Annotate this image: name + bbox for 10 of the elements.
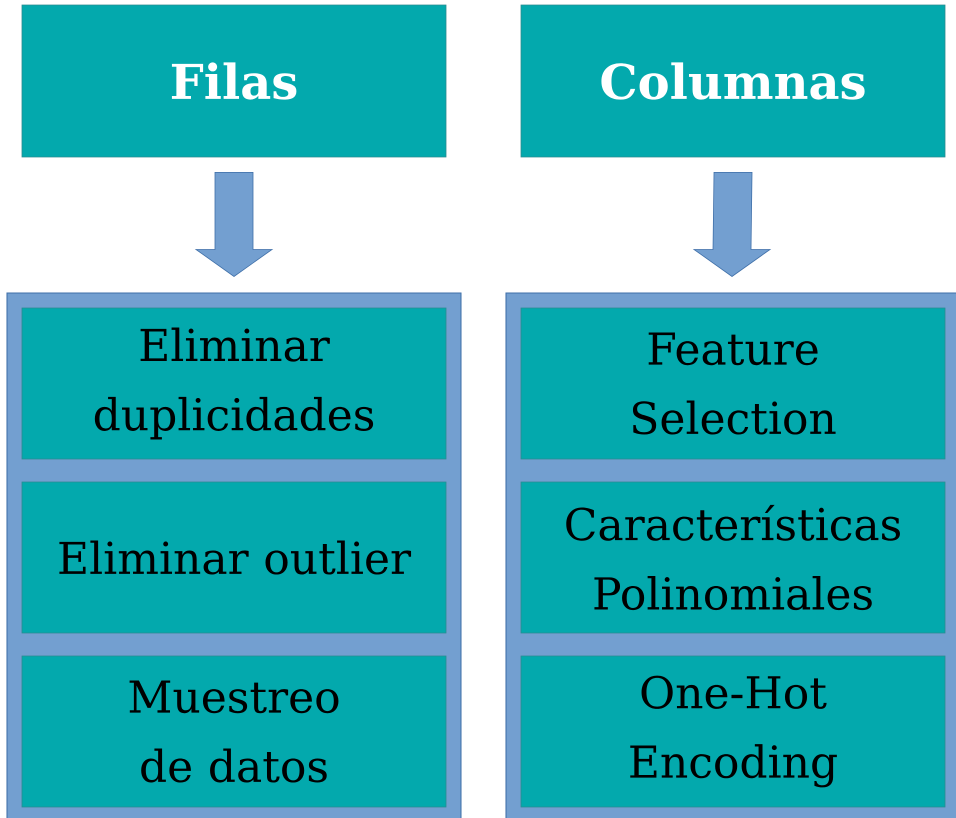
step-box: Eliminar duplicidades [22,308,446,460]
step-box: Muestreo de datos [22,656,446,808]
step-box: Feature Selection [520,308,946,460]
step-box: Características Polinomiales [520,482,946,634]
step-box: Eliminar outlier [22,482,446,634]
block-arrow [692,172,772,277]
block-arrow [194,172,274,277]
heading-box: Filas [22,4,446,158]
step-box: One-Hot Encoding [520,656,946,808]
heading-box: Columnas [520,4,946,158]
